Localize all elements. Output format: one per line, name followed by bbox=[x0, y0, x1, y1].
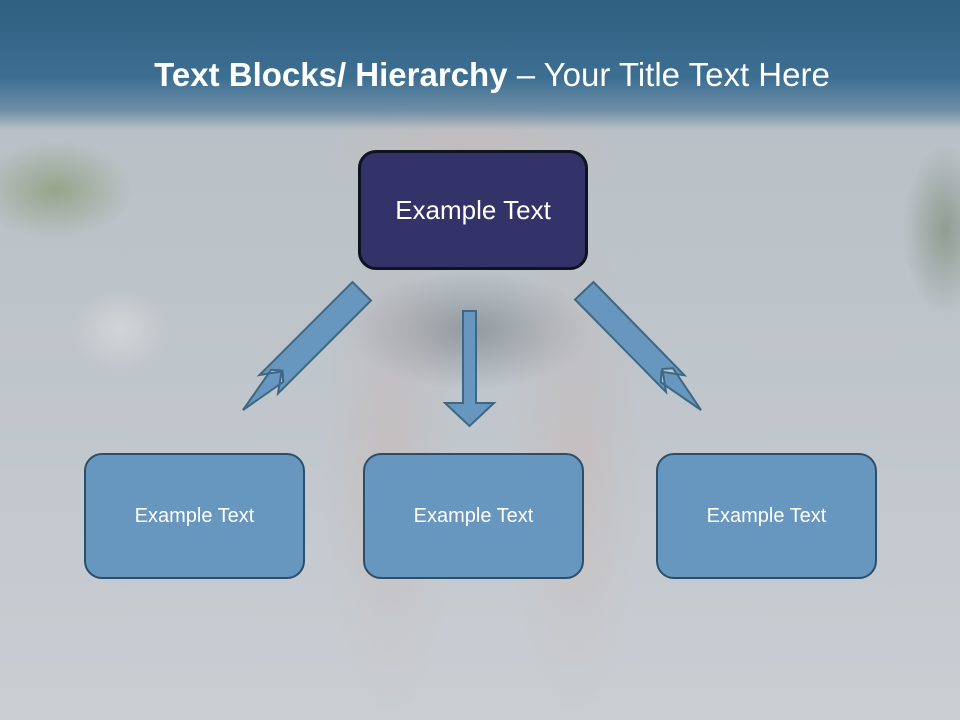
slide-title: Text Blocks/ Hierarchy – Your Title Text… bbox=[0, 52, 960, 98]
top-text-block-label: Example Text bbox=[395, 194, 551, 225]
title-dash: – bbox=[507, 56, 544, 93]
arrow-middle bbox=[442, 310, 497, 428]
child-text-block-middle: Example Text bbox=[363, 453, 584, 579]
child-text-block-label: Example Text bbox=[134, 504, 255, 527]
title-rest-part: Your Title Text Here bbox=[543, 56, 830, 93]
arrow-right bbox=[573, 280, 702, 411]
top-text-block: Example Text bbox=[358, 150, 588, 270]
child-text-block-left: Example Text bbox=[84, 453, 305, 579]
title-band bbox=[0, 0, 960, 130]
child-text-block-label: Example Text bbox=[413, 504, 534, 527]
child-text-block-label: Example Text bbox=[706, 504, 827, 527]
title-bold-part: Text Blocks/ Hierarchy bbox=[154, 56, 508, 93]
arrow-left bbox=[242, 280, 373, 411]
child-text-block-right: Example Text bbox=[656, 453, 877, 579]
